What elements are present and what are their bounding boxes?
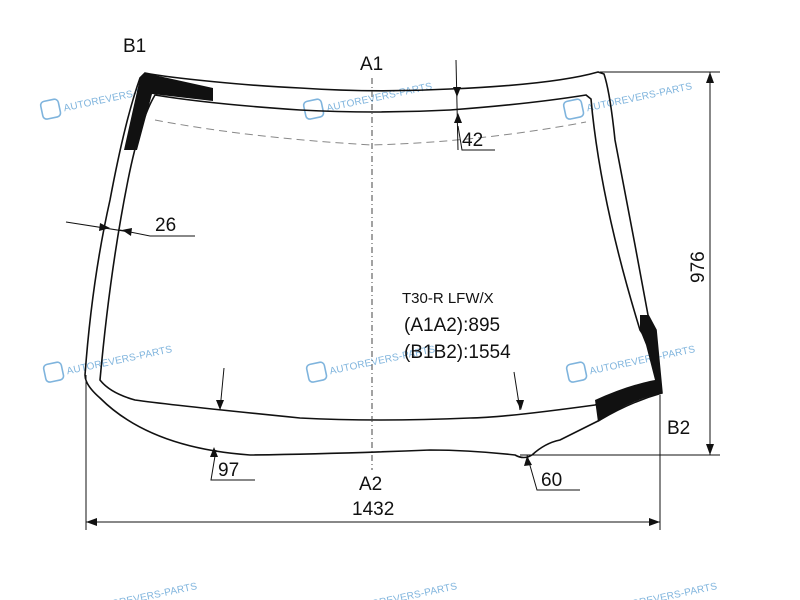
watermark-logo-icon [305,361,328,383]
arrow-bottom-right-icon-2 [524,456,532,466]
watermark-logo-icon [562,98,585,120]
point-label-b2: B2 [667,418,690,439]
spec-model-code: T30-R LFW/X [402,290,494,307]
watermark-logo-icon [42,361,65,383]
dim-overall-height: 976 [688,251,709,283]
point-label-a2: A2 [359,474,382,495]
glass-outer-contour [84,71,663,459]
dim-side-band: 26 [155,215,176,236]
top-band-pointer [455,59,459,151]
arrow-side-band-icon [99,223,110,231]
watermark: AUTOREVERS-PARTS [611,581,719,600]
arrow-top-band-icon-2 [454,113,462,123]
dashed-sunband-line [154,119,587,146]
watermark-text: AUTOREVERS-PARTS [351,581,459,600]
glass-shape [84,71,663,459]
watermarks: AUTOREVERS-PARTS AUTOREVERS-PARTS AUTORE… [39,81,719,600]
dim-overall-width: 1432 [352,499,394,520]
watermark: AUTOREVERS-PARTS [565,344,697,383]
watermark-text: AUTOREVERS-PARTS [326,81,434,114]
spec-b1b2: (B1B2):1554 [404,342,511,363]
watermark-text: AUTOREVERS-PARTS [586,81,694,114]
ceramic-patches [124,73,662,422]
bottom-right-leader [526,454,580,491]
watermark: AUTOREVERS-PARTS [42,344,174,383]
side-band-pointer [65,221,131,233]
watermark-logo-icon [39,98,62,120]
arrow-left-icon [86,518,97,526]
arrow-heads [86,72,714,526]
arrow-top-band-icon [453,87,461,97]
arrow-side-band-icon-2 [122,228,132,236]
watermark-logo-icon [302,98,325,120]
glass-inner-contour [99,94,659,421]
dim-bottom-band: 97 [218,460,239,481]
point-label-a1: A1 [360,54,383,75]
arrow-up-icon [706,72,714,83]
watermark-text: AUTOREVERS-PARTS [91,581,199,600]
dimension-lines [65,59,720,530]
arrow-right-icon [649,518,660,526]
watermark: AUTOREVERS-PARTS [562,81,694,120]
watermark: AUTOREVERS-PARTS [302,81,434,120]
arrow-bottom-band-icon [216,400,224,410]
watermark-text: AUTOREVERS-PARTS [589,344,697,377]
ceramic-top-left [124,73,213,150]
arrow-down-icon [706,444,714,455]
watermark-text: AUTOREVERS-PARTS [66,344,174,377]
watermark-text: AUTOREVERS-PARTS [611,581,719,600]
top-band-leader [457,125,495,151]
watermark: AUTOREVERS-PARTS [351,581,459,600]
arrow-bottom-band-icon-2 [210,447,218,457]
dim-top-band: 42 [462,130,483,151]
ceramic-bottom-right [595,315,662,422]
spec-a1a2: (A1A2):895 [404,315,500,336]
arrow-bottom-right-icon [516,400,524,410]
watermark: AUTOREVERS-PARTS [91,581,199,600]
bottom-band-leader [210,449,255,481]
dim-bottom-right-band: 60 [541,470,562,491]
watermark-logo-icon [565,361,588,383]
point-label-b1: B1 [123,36,146,57]
